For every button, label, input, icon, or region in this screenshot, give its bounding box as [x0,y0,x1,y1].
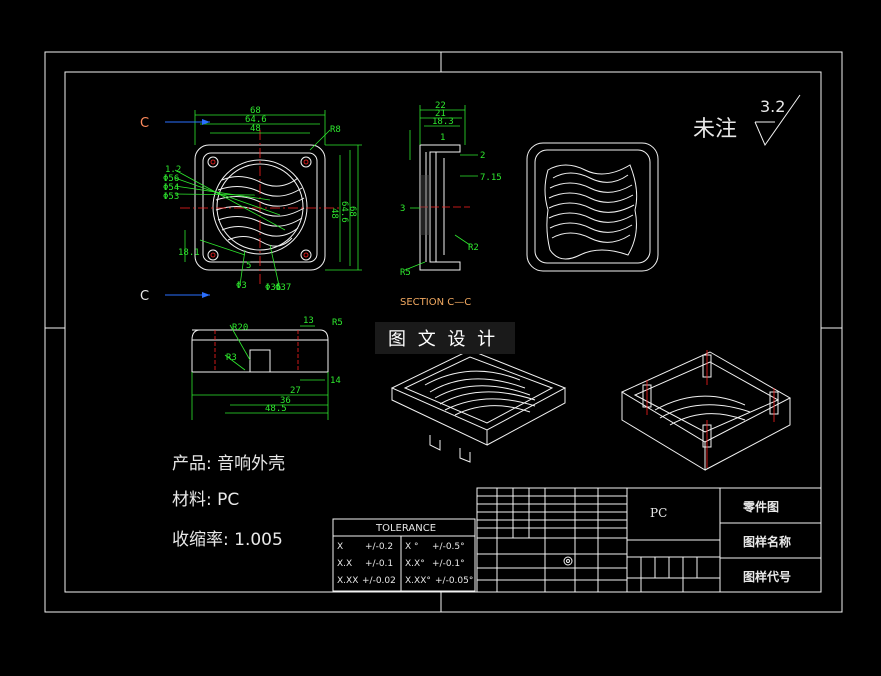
tol-av-1: +/-0.2 [365,542,393,552]
section-view [404,105,478,271]
outer-frame [44,51,843,613]
dim-phi37: Φ37 [275,283,291,293]
dim-front-14: 14 [330,376,341,386]
title-block [476,487,822,593]
dim-left-3: Φ54 [163,183,179,193]
cut-arrow-bottom [202,292,210,298]
dim-front-48-5: 48.5 [265,404,287,414]
dim-phi3: Φ3 [236,281,247,291]
watermark-bg [375,322,515,354]
dim-top-3: 48 [250,124,261,134]
dim-sec-7-15: 7.15 [480,173,502,183]
roughness-label: 未注 [693,117,737,142]
dim-front-r5: R5 [332,318,343,328]
title-drawing-code: 图样代号 [743,569,791,584]
title-drawing-name: 图样名称 [743,534,791,549]
top-view [174,110,362,291]
dim-front-36: 36 [280,396,291,406]
tol-bv-2: +/-0.1° [432,559,465,569]
watermark: 图 文 设 计 [388,329,498,350]
dim-front-13: 13 [303,316,314,326]
title-material: PC [650,506,667,520]
dim-5: 5 [246,261,251,271]
dim-r8: R8 [330,125,341,135]
dim-left-1: 1.2 [165,165,181,175]
title-part-drawing: 零件图 [742,499,779,514]
tol-a-2: X.X [337,559,352,569]
roughness-symbol [754,94,801,147]
tol-b-2: X.X° [405,559,425,569]
tol-av-3: +/-0.02 [362,576,396,586]
product-name: 产品: 音响外壳 [172,454,285,474]
cut-arrow-top [202,119,210,125]
tol-a-1: X [337,542,343,552]
dim-front-27: 27 [290,386,301,396]
dim-sec-18-3: 18.3 [432,117,454,127]
product-shrinkage: 收缩率: 1.005 [172,530,283,550]
dim-sec-r5: R5 [400,268,411,278]
dim-front-r20: R20 [232,323,248,333]
tol-b-3: X.XX° [405,576,431,586]
cut-marker-top: C [140,116,149,131]
tol-av-2: +/-0.1 [365,559,393,569]
dim-sec-r2: R2 [468,243,479,253]
section-label: SECTION C—C [400,297,471,308]
grille-view [526,142,659,272]
dim-right-2: 64.6 [339,201,349,223]
dim-top-1: 68 [250,106,261,116]
dim-front-r3: R3 [226,353,237,363]
dim-sec-21: 21 [435,109,446,119]
dim-sec-1: 1 [440,133,445,143]
dim-left-2: Φ56 [163,174,179,184]
roughness-value: 3.2 [760,97,785,116]
tol-bv-3: +/-0.05° [435,576,473,586]
cut-marker-bottom: C [140,289,149,304]
iso-view-bottom [620,350,792,471]
tol-a-3: X.XX [337,576,358,586]
dim-phi35: Φ35 [265,283,281,293]
front-view [191,324,329,420]
dim-left-4: Φ53 [163,192,179,202]
tolerance-title: TOLERANCE [375,523,436,534]
inner-frame [64,71,822,593]
iso-view-top [390,349,567,463]
tolerance-table [332,518,476,592]
tol-b-1: X ° [405,542,419,552]
tol-bv-1: +/-0.5° [432,542,465,552]
dim-sec-3: 3 [400,204,405,214]
dim-right-3: 68 [347,206,357,217]
product-material: 材料: PC [172,490,239,510]
dim-sec-22: 22 [435,101,446,111]
dim-right-1: 48 [329,208,339,219]
dim-top-2: 64.6 [245,115,267,125]
dim-sec-2: 2 [480,151,485,161]
dim-18-1: 18.1 [178,248,200,258]
